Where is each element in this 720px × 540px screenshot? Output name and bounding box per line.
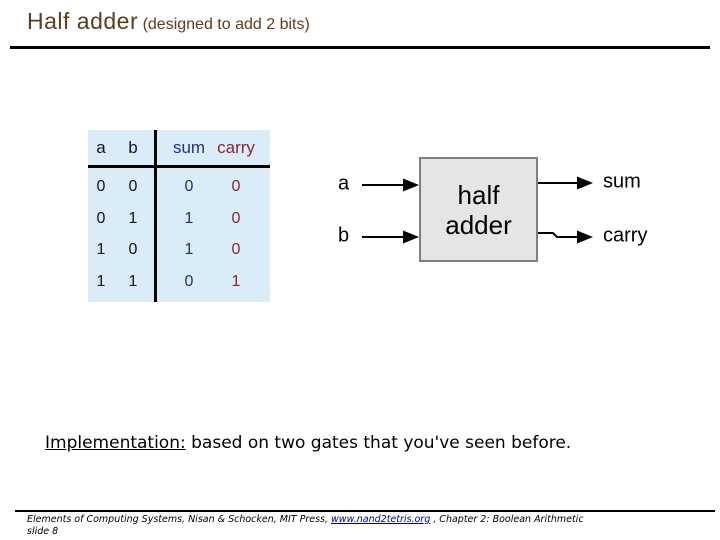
table-cell-carry: 0 [231,210,241,227]
col-header-carry: carry [217,138,255,157]
table-cell-sum: 0 [184,273,194,290]
col-header-b: b [128,138,138,157]
implementation-label: Implementation: [45,433,186,453]
footer-citation: Elements of Computing Systems, Nisan & S… [27,514,707,526]
table-cell-carry: 0 [231,178,241,195]
nand2tetris-link[interactable]: www.nand2tetris.org [331,514,431,525]
diagram-wires [362,176,593,244]
implementation-text: based on two gates that you've seen befo… [185,433,572,453]
table-cell-b: 0 [128,241,138,258]
input-label-b: b [338,224,350,247]
title-divider [10,46,710,49]
table-cell-carry: 0 [231,241,241,258]
input-label-a: a [338,172,350,195]
table-cell-sum: 0 [184,178,194,195]
table-cell-b: 1 [128,210,138,227]
box-label-line2: adder [445,209,512,240]
title-subtext: (designed to add 2 bits) [142,16,310,33]
title-text: Half adder [27,8,139,34]
footer: Elements of Computing Systems, Nisan & S… [27,514,707,537]
table-header-divider [88,165,270,168]
table-cell-a: 0 [96,210,106,227]
table-vertical-divider [154,130,157,302]
half-adder-box: half adder [419,157,538,262]
table-cell-carry: 1 [231,273,241,290]
slide-number: slide 8 [27,525,59,537]
table-cell-a: 1 [96,273,106,290]
output-label-sum: sum [603,170,641,193]
box-label-line1: half [457,179,500,210]
table-cell-sum: 1 [184,210,194,227]
half-adder-diagram: half adder a b sum carry [330,145,700,275]
footer-divider [15,510,715,512]
output-label-carry: carry [603,224,648,247]
table-cell-b: 0 [128,178,138,195]
footer-text-after-link: , Chapter 2: Boolean Arithmetic [430,514,584,525]
col-header-a: a [96,138,106,157]
table-cell-b: 1 [128,273,138,290]
table-cell-a: 0 [96,178,106,195]
col-header-sum: sum [172,138,206,157]
footer-text-before-link: Elements of Computing Systems, Nisan & S… [27,514,332,525]
table-cell-a: 1 [96,241,106,258]
page-title: Half adder (designed to add 2 bits) [27,8,310,35]
truth-table: a b sum carry 0 0 0 0 0 1 1 0 1 0 1 0 1 … [88,130,270,302]
table-cell-sum: 1 [184,241,194,258]
implementation-note: Implementation: based on two gates that … [45,433,571,453]
